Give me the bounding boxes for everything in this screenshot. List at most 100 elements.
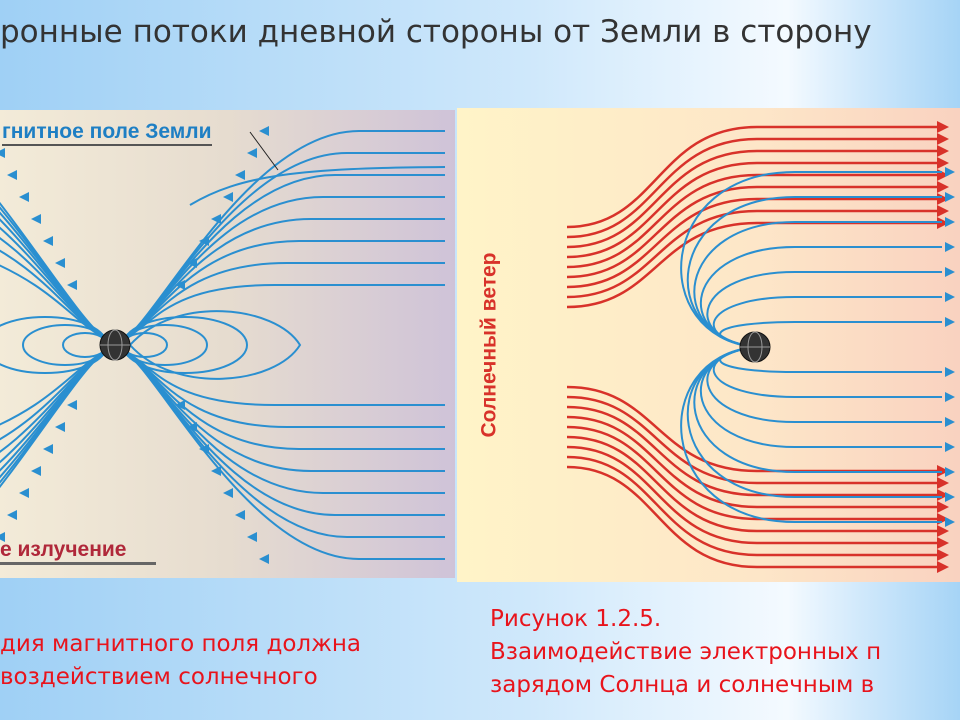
arrow-icon: [937, 501, 949, 513]
arrow-icon: [31, 214, 41, 224]
field-line: [122, 350, 445, 516]
field-line: [0, 350, 108, 489]
figure-caption: Рисунок 1.2.5. Взаимодействие электронны…: [490, 603, 881, 702]
field-line: [0, 218, 108, 340]
field-line: [189, 166, 446, 206]
arrow-icon: [67, 280, 77, 290]
arrow-icon: [937, 205, 949, 217]
solar-wind-line: [566, 161, 937, 259]
arrow-icon: [945, 292, 955, 302]
solar-wind-line: [566, 173, 937, 269]
arrow-icon: [937, 561, 949, 573]
arrow-icon: [945, 167, 955, 177]
arrow-icon: [223, 192, 233, 202]
arrow-icon: [937, 181, 949, 193]
arrow-icon: [0, 148, 5, 158]
arrow-icon: [937, 537, 949, 549]
arrow-icon: [235, 510, 245, 520]
arrow-icon: [31, 466, 41, 476]
arrow-icon: [19, 192, 29, 202]
field-lines-right: [566, 121, 955, 573]
arrow-icon: [945, 267, 955, 277]
label-solar-wind: Солнечный ветер: [477, 252, 501, 438]
arrow-icon: [0, 532, 5, 542]
field-line: [122, 218, 445, 340]
field-line: [680, 171, 942, 348]
figure-number: Рисунок 1.2.5.: [490, 606, 662, 632]
arrow-icon: [43, 444, 53, 454]
arrow-icon: [223, 488, 233, 498]
arrow-icon: [7, 170, 17, 180]
arrow-icon: [945, 392, 955, 402]
arrow-icon: [945, 442, 955, 452]
arrow-icon: [937, 477, 949, 489]
closed-field-loop: [122, 316, 248, 374]
field-line: [122, 350, 445, 428]
field-line: [680, 346, 942, 523]
left-caption-line: дия магнитного поля должна: [0, 631, 361, 657]
left-caption-line: воздействием солнечного: [0, 664, 318, 690]
closed-field-line: [129, 310, 302, 380]
label-radiation: е излучение: [0, 538, 157, 565]
arrow-icon: [19, 488, 29, 498]
solar-wind-line: [566, 445, 937, 545]
arrow-icon: [937, 121, 949, 133]
arrow-icon: [259, 554, 269, 564]
arrow-icon: [937, 133, 949, 145]
solar-wind-line: [566, 209, 937, 299]
solar-wind-line: [566, 125, 937, 229]
arrow-icon: [945, 367, 955, 377]
solar-wind-line: [566, 185, 937, 279]
field-line: [122, 262, 445, 340]
field-line: [706, 346, 942, 423]
arrow-icon: [937, 525, 949, 537]
arrow-icon: [247, 148, 257, 158]
arrow-icon: [945, 242, 955, 252]
closed-field-loop: [122, 324, 208, 366]
solar-wind-line: [566, 395, 937, 485]
arrow-icon: [937, 157, 949, 169]
arrow-icon: [945, 467, 955, 477]
figure-caption-line: зарядом Солнца и солнечным в: [490, 672, 875, 698]
solar-wind-line: [566, 137, 937, 239]
arrow-icon: [259, 126, 269, 136]
arrow-icon: [945, 417, 955, 427]
solar-wind-line: [566, 455, 937, 557]
field-line: [122, 152, 445, 340]
arrow-icon: [945, 317, 955, 327]
arrow-icon: [937, 465, 949, 477]
solar-wind-line: [566, 149, 937, 249]
solar-wind-line: [566, 405, 937, 497]
arrow-icon: [7, 510, 17, 520]
solar-wind-line: [566, 197, 937, 289]
label-magnetic-field: гнитное поле Земли: [2, 120, 212, 146]
field-line: [122, 130, 445, 340]
arrow-icon: [945, 517, 955, 527]
arrow-icon: [55, 258, 65, 268]
arrow-icon: [43, 236, 53, 246]
label-pointer: [249, 131, 279, 171]
field-line: [122, 350, 445, 538]
solar-wind-line: [566, 221, 937, 309]
arrow-icon: [937, 217, 949, 229]
field-line: [706, 271, 942, 348]
field-line: [122, 174, 445, 340]
field-line: [122, 350, 445, 472]
arrow-icon: [945, 192, 955, 202]
arrow-icon: [247, 532, 257, 542]
solar-wind-interaction-diagram: Солнечный ветер: [457, 108, 960, 582]
arrow-icon: [55, 422, 65, 432]
field-line: [0, 350, 108, 472]
slide-title: ронные потоки дневной стороны от Земли в…: [0, 14, 872, 50]
field-line: [122, 350, 445, 560]
left-caption: дия магнитного поля должна воздействием …: [0, 628, 361, 694]
arrow-icon: [937, 145, 949, 157]
arrow-icon: [235, 170, 245, 180]
figure-caption-line: Взаимодействие электронных п: [490, 639, 882, 665]
arrow-icon: [937, 549, 949, 561]
closed-field-loop: [22, 324, 108, 366]
arrow-icon: [67, 400, 77, 410]
arrow-icon: [187, 258, 197, 268]
solar-wind-line: [566, 415, 937, 509]
solar-wind-line: [566, 385, 937, 473]
